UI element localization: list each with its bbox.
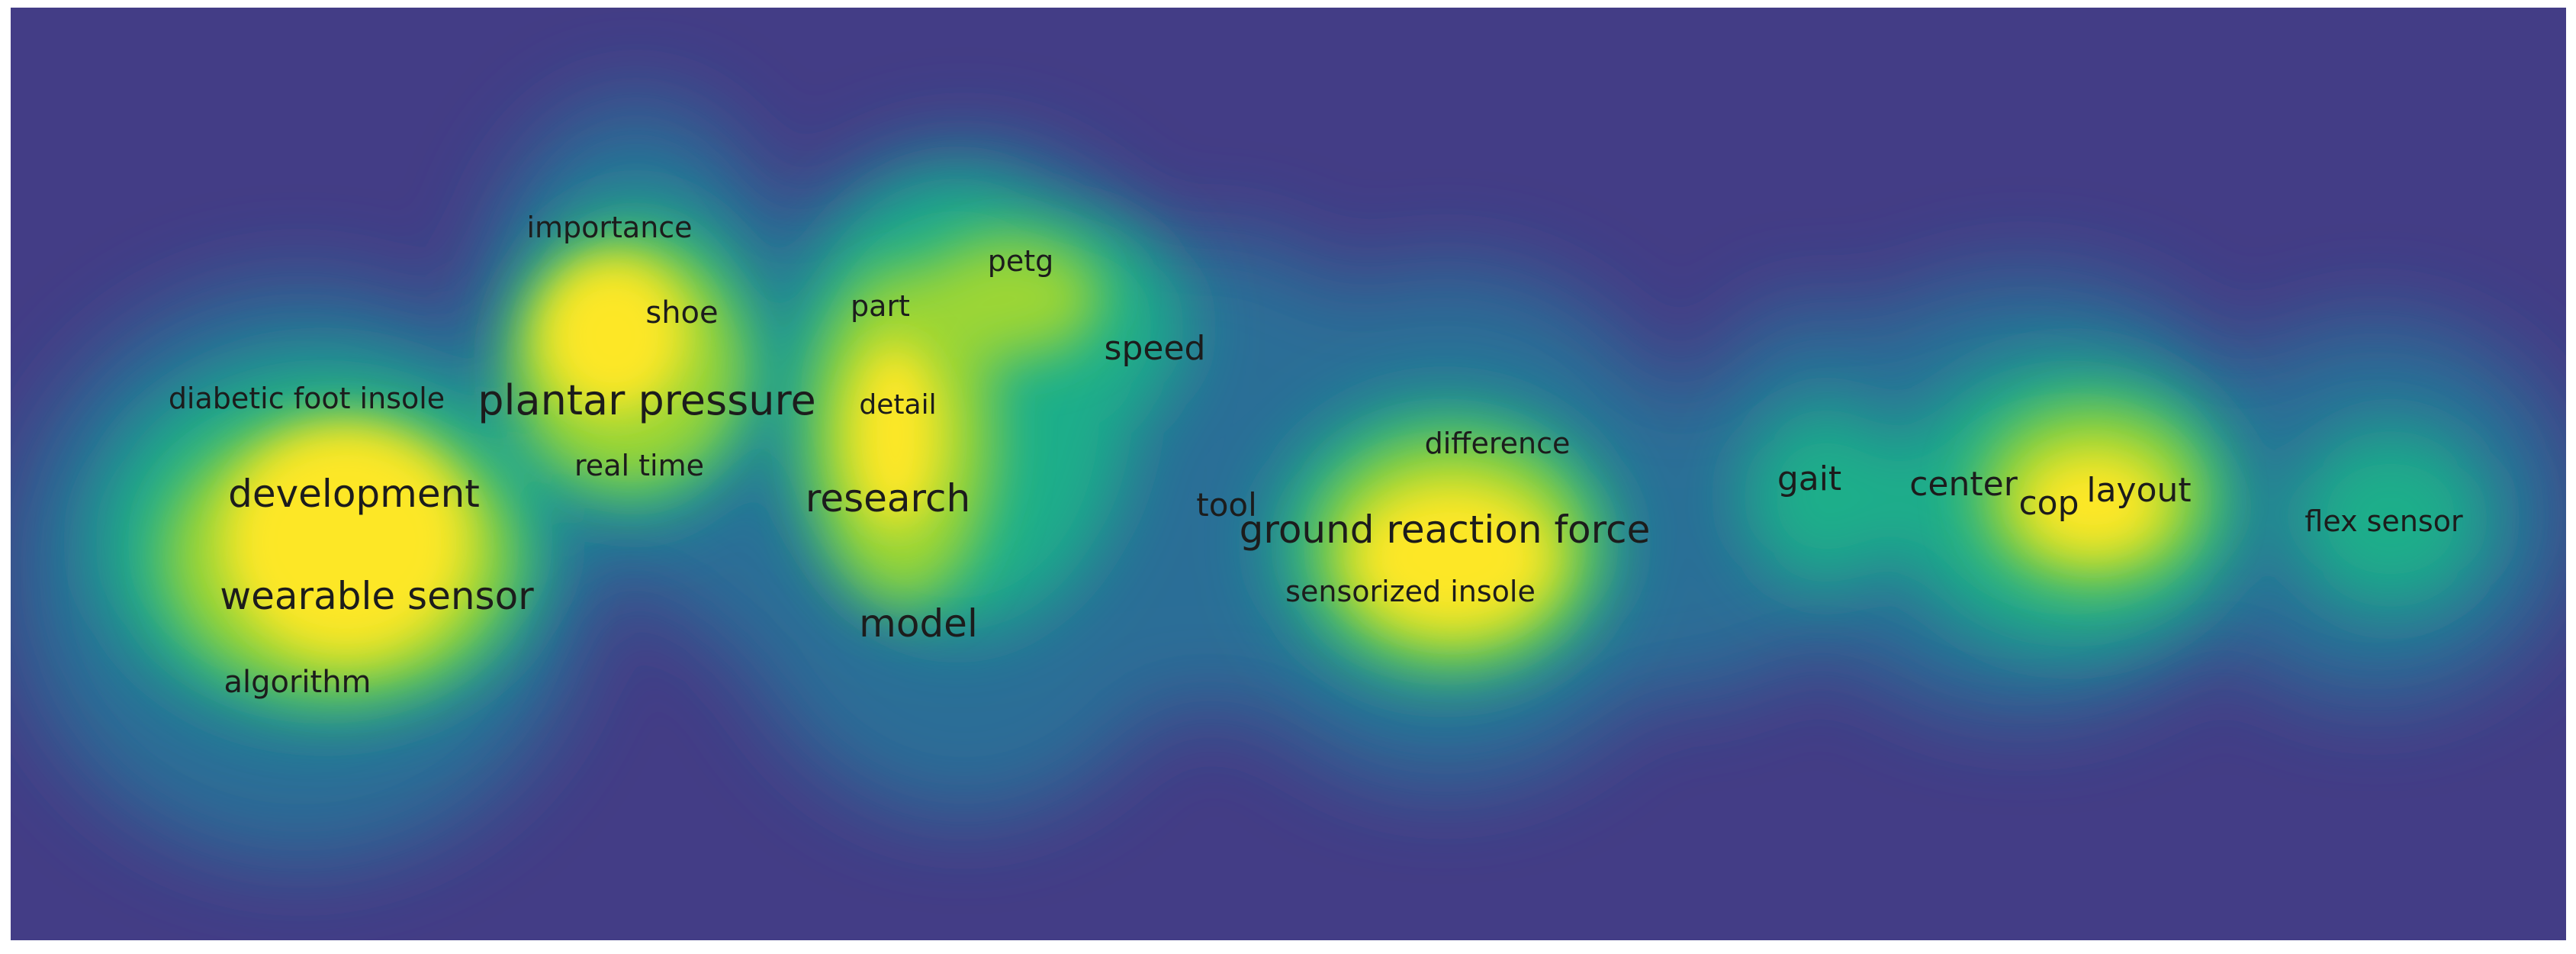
term-diabetic-foot-insole: diabetic foot insole (168, 382, 445, 415)
term-gait: gait (1777, 459, 1842, 498)
term-sensorized-insole: sensorized insole (1285, 575, 1536, 608)
term-center: center (1909, 465, 2018, 504)
term-development: development (228, 472, 480, 516)
term-detail: detail (859, 389, 937, 421)
density-level-peak (224, 259, 2162, 656)
term-plantar-pressure: plantar pressure (478, 376, 816, 424)
term-speed: speed (1104, 329, 1206, 368)
term-shoe: shoe (645, 295, 719, 330)
term-wearable-sensor: wearable sensor (220, 574, 534, 618)
term-layout: layout (2086, 471, 2192, 510)
term-flex-sensor: flex sensor (2304, 504, 2463, 538)
term-real-time: real time (574, 449, 704, 482)
density-layer (11, 8, 2566, 940)
term-model: model (859, 601, 978, 646)
term-cop: cop (2018, 484, 2079, 523)
term-petg: petg (987, 244, 1054, 278)
term-tool: tool (1196, 486, 1257, 524)
term-part: part (851, 289, 910, 323)
term-ground-reaction-force: ground reaction force (1239, 508, 1651, 552)
term-difference: difference (1424, 427, 1571, 460)
density-map: importance petg shoe part speed diabetic… (11, 8, 2566, 940)
term-algorithm: algorithm (224, 665, 371, 700)
term-importance: importance (526, 211, 693, 244)
term-research: research (805, 476, 971, 521)
